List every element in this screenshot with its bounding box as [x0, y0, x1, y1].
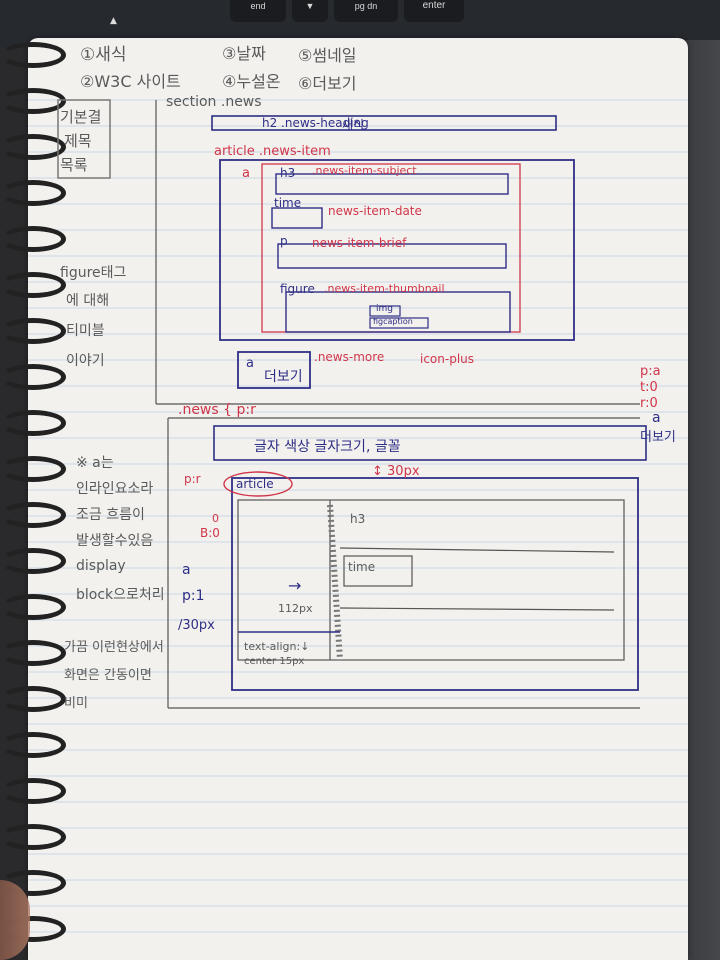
h3-label: h3	[280, 166, 296, 180]
font-box: 글자 색상 글자크기, 글꼴	[254, 439, 401, 455]
left-note-1: ※ a는	[76, 455, 114, 471]
left-note-6: block으로처리	[76, 587, 165, 603]
arrow-112: →	[288, 576, 302, 595]
time-label: time	[274, 196, 302, 210]
news-pr: .news { p:r	[178, 402, 256, 418]
img-label: img	[376, 304, 393, 314]
center-label: center 15px	[244, 656, 305, 667]
left-note-3: 조금 흐름이	[76, 507, 145, 523]
icon-class: icon-plus	[420, 352, 475, 366]
left-note-4: 발생할수있음	[76, 533, 154, 549]
a-left-2: p:1	[182, 588, 205, 604]
figcaption-label: figcaption	[373, 317, 413, 326]
article2-label: article	[236, 477, 274, 491]
key-end: end	[230, 0, 286, 22]
b0-1: 0	[212, 512, 219, 525]
figure-label: figure	[280, 282, 315, 296]
section-label: section .news	[166, 94, 262, 110]
h2-text: 새식	[342, 118, 365, 132]
left-note-5: display	[76, 558, 126, 574]
px30-label: /30px	[178, 618, 215, 633]
key-arrow-up: ▲	[110, 16, 117, 26]
left-box-1: 기본결	[60, 108, 102, 126]
pr-label: p:r	[184, 472, 201, 486]
px112-label: 112px	[278, 602, 313, 615]
ruled-lines	[28, 99, 688, 933]
left-box-3: 목록	[60, 156, 88, 174]
time-2-label: time	[348, 560, 376, 574]
pos-5: 더보기	[640, 430, 676, 445]
notebook-page	[28, 38, 688, 960]
figure-note-3: 티미블	[66, 323, 105, 339]
note-1: ①새식	[80, 45, 127, 65]
p-class: news-item-brief	[312, 236, 407, 250]
bottom-note-2: 화면은 간동이면	[64, 668, 152, 683]
pos-1: p:a	[640, 364, 661, 379]
note-5: ⑤썸네일	[298, 46, 357, 65]
h3-2-label: h3	[350, 512, 366, 526]
left-note-2: 인라인요소라	[76, 481, 154, 497]
key-down: ▼	[292, 0, 328, 22]
figure-note-2: 에 대해	[66, 293, 110, 309]
p-label: p	[280, 234, 288, 248]
note-3: ③날짜	[222, 44, 266, 63]
more-class: .news-more	[314, 350, 385, 364]
a-left-1: a	[182, 562, 191, 578]
b0-2: B:0	[200, 526, 220, 540]
more-a: a	[246, 356, 254, 371]
figure-note-1: figure태그	[60, 265, 127, 281]
pos-4: a	[652, 410, 661, 426]
note-2: ②W3C 사이트	[80, 72, 181, 91]
h2-label: h2 .news-heading	[262, 116, 369, 130]
text-align-label: text-align:↓	[244, 640, 310, 653]
bottom-note-1: 가끔 이런현상에서	[64, 640, 164, 655]
pos-2: t:0	[640, 380, 658, 395]
note-4: ④누설온	[222, 72, 281, 91]
time-class: news-item-date	[328, 204, 422, 218]
bottom-note-3: 비미	[64, 696, 88, 711]
figure-class: .news-item-thumbnail	[324, 282, 445, 295]
h3-class: .news-item-subject	[312, 164, 417, 177]
key-pgdn: pg dn	[334, 0, 398, 22]
left-box-2: 제목	[64, 132, 92, 150]
article-label: article .news-item	[214, 144, 331, 159]
note-6: ⑥더보기	[298, 74, 357, 93]
more-text: 더보기	[264, 369, 303, 385]
key-enter: enter	[404, 0, 464, 22]
figure-note-4: 이야기	[66, 353, 105, 369]
gap-30: ↕ 30px	[372, 464, 420, 479]
pos-3: r:0	[640, 396, 658, 411]
a-label: a	[242, 166, 250, 181]
